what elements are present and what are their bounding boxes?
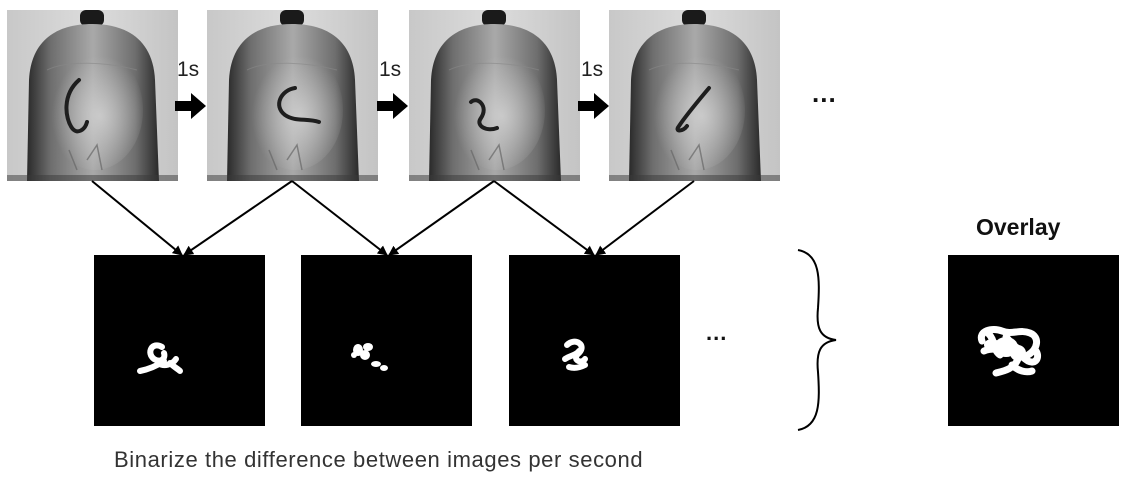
difference-continuation: ... (706, 320, 728, 345)
interval-label-1: 1s (177, 58, 200, 81)
difference-image-2 (301, 255, 472, 426)
right-arrow-icon (377, 93, 408, 119)
overlay-image (948, 255, 1119, 426)
overlay-title: Overlay (976, 214, 1061, 240)
caption: Binarize the difference between images p… (114, 447, 644, 472)
right-arrow-icon (578, 93, 609, 119)
curly-brace-icon (797, 249, 837, 431)
interval-label-2: 1s (379, 58, 402, 81)
right-arrow-icon (175, 93, 206, 119)
frame-image-3 (409, 10, 580, 181)
frame-image-1 (7, 10, 178, 181)
difference-image-1 (94, 255, 265, 426)
frames-continuation: ... (812, 78, 837, 108)
frame-image-4 (609, 10, 780, 181)
interval-label-3: 1s (581, 58, 604, 81)
difference-image-3 (509, 255, 680, 426)
frame-image-2 (207, 10, 378, 181)
